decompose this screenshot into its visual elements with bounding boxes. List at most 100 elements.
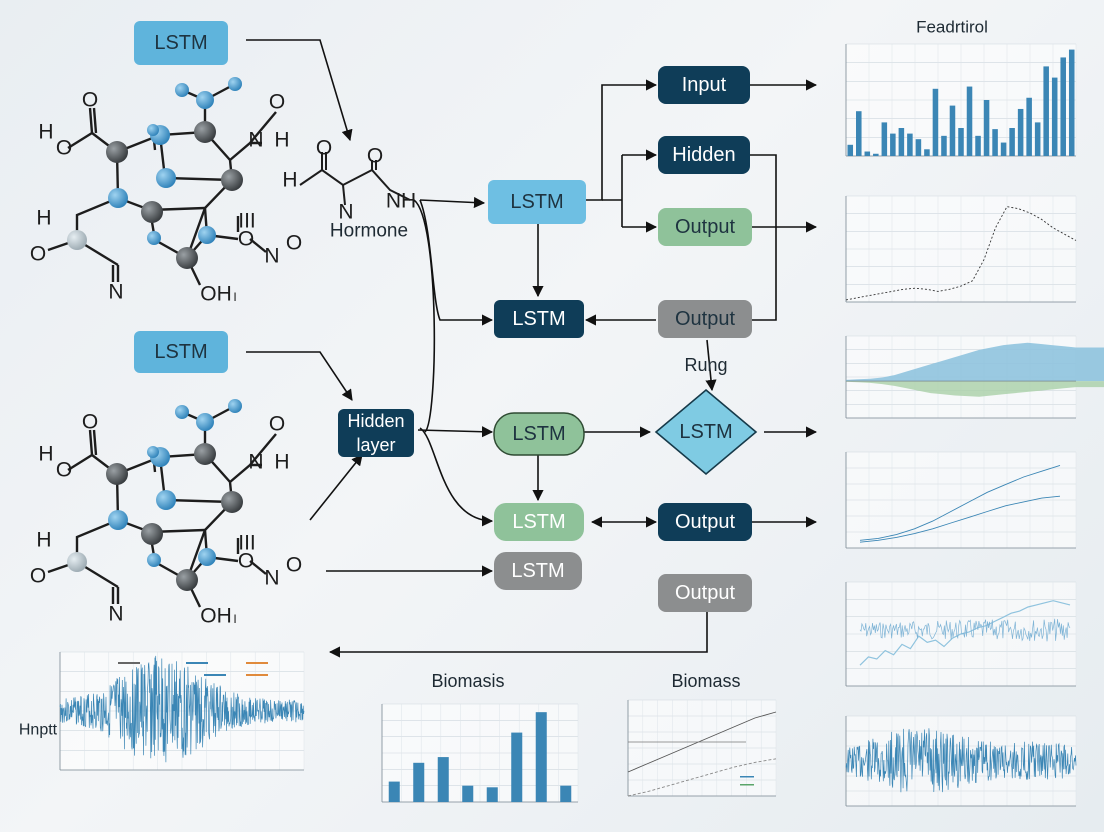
- mol1-iii: III: [238, 210, 256, 233]
- signal-chart-left-signal: [59, 655, 305, 763]
- lstm-label: LSTM: [679, 421, 732, 443]
- hormone-h: H: [282, 169, 297, 192]
- lstm-node-top-left[interactable]: LSTM: [134, 21, 228, 65]
- output-node-green[interactable]: Output: [658, 208, 752, 246]
- feadrtirol-bar: [847, 144, 854, 156]
- mol2-o-lower: O: [30, 565, 46, 588]
- mol2-n-right: N: [248, 451, 263, 474]
- mol2-o-top: O: [82, 411, 98, 434]
- lstm-node-green[interactable]: LSTM: [493, 412, 585, 456]
- input-node[interactable]: Input: [658, 66, 750, 104]
- line-chart-2-series-line: [845, 206, 1077, 301]
- mol1-o-mid: O: [238, 228, 254, 251]
- mol1-o-end: O: [286, 232, 302, 255]
- lstm-node-gray-bottom[interactable]: LSTM: [494, 552, 582, 590]
- feadrtirol-bar: [966, 86, 973, 156]
- lstm-decision-diamond[interactable]: LSTM: [654, 388, 758, 476]
- output-node-navy[interactable]: Output: [658, 503, 752, 541]
- feadrtirol-bar: [1009, 128, 1015, 156]
- biomasis-chart-bar: [486, 787, 498, 802]
- feadrtirol-bar: [1060, 57, 1066, 156]
- mol2-oh: OH: [200, 605, 232, 628]
- mol2-h-right: H: [274, 451, 289, 474]
- biomasis-chart-bar: [462, 785, 474, 802]
- mol1-n-right: N: [248, 129, 263, 152]
- biomasis-chart-bar: [511, 732, 523, 802]
- connectors: [246, 39, 818, 658]
- output-label: Output: [675, 511, 735, 533]
- feadrtirol-bar: [1068, 49, 1075, 156]
- mol2-o-mid: O: [238, 550, 254, 573]
- mol1-n-bottom: N: [264, 245, 279, 268]
- mol2-h-lower: H: [36, 529, 51, 552]
- chart-title-biomass: Biomass: [671, 671, 740, 691]
- lstm-node-center-top[interactable]: LSTM: [488, 180, 586, 224]
- output-node-gray-bottom[interactable]: Output: [658, 574, 752, 612]
- feadrtirol-bar: [941, 135, 947, 156]
- feadrtirol-bar: [983, 100, 990, 156]
- biomass-chart-series-line: [627, 758, 777, 797]
- mol1-oh: OH: [200, 283, 232, 306]
- feadrtirol-bar: [1017, 108, 1024, 156]
- mol1-oh-sub: I: [233, 290, 236, 304]
- mol2-o-left: O: [56, 459, 72, 482]
- mol2-h-left: H: [38, 443, 53, 466]
- hidden-node[interactable]: Hidden: [658, 136, 750, 174]
- chart-ylabel-hnptt: Hnptt: [19, 722, 58, 739]
- feadrtirol-bar: [1051, 77, 1058, 156]
- feadrtirol-bar: [856, 111, 862, 156]
- feadrtirol-bar: [1026, 97, 1032, 156]
- legend-swatch: [186, 662, 208, 664]
- legend-swatch: [740, 784, 754, 786]
- mol1-n-lower: N: [108, 281, 123, 304]
- hormone-n: N: [338, 201, 353, 224]
- mol1-o-left: O: [56, 137, 72, 160]
- hormone-o-right: O: [367, 145, 383, 168]
- legend-swatch: [246, 674, 268, 676]
- feadrtirol-bar: [1043, 66, 1049, 156]
- hormone-label: Hormone: [330, 221, 408, 242]
- lstm-node-mid-left[interactable]: LSTM: [134, 331, 228, 373]
- lstm-node-navy[interactable]: LSTM: [494, 300, 584, 338]
- mol2-o-right: O: [269, 413, 285, 436]
- lstm-label: LSTM: [511, 560, 564, 582]
- feadrtirol-bar: [864, 151, 871, 156]
- biomasis-chart-bar: [535, 712, 547, 802]
- legend-swatch: [204, 674, 226, 676]
- chart-title-biomasis: Biomasis: [431, 671, 504, 691]
- legend-swatch: [118, 662, 140, 664]
- two-line-chart-series-line: [859, 464, 1061, 541]
- feadrtirol-bar: [898, 128, 905, 156]
- hormone-fragment: H O O N NH Hormone: [282, 137, 416, 242]
- mol2-n-bottom: N: [264, 567, 279, 590]
- mini-charts: [59, 43, 1104, 807]
- hidden-layer-label-2: layer: [356, 435, 395, 455]
- feadrtirol-bar: [881, 122, 888, 156]
- trend-chart-signal: [859, 618, 1071, 642]
- hidden-layer-node[interactable]: Hidden layer: [338, 409, 414, 457]
- biomass-chart-series-line: [627, 711, 777, 773]
- legend-swatch: [740, 776, 754, 778]
- biomasis-chart-bar: [560, 785, 572, 802]
- lstm-label: LSTM: [510, 191, 563, 213]
- mol1-h-lower: H: [36, 207, 51, 230]
- area-chart-lower-area: [846, 381, 1104, 397]
- hidden-label: Hidden: [672, 144, 735, 166]
- biomasis-chart-bar: [388, 781, 400, 802]
- hidden-layer-label-1: Hidden: [347, 411, 404, 431]
- output-node-gray-top[interactable]: Output: [658, 300, 752, 338]
- biomasis-chart-bar: [437, 757, 449, 802]
- feadrtirol-bar: [915, 139, 922, 156]
- feadrtirol-bar: [1000, 142, 1007, 156]
- mol2-n-lower: N: [108, 603, 123, 626]
- feadrtirol-bar: [975, 135, 981, 156]
- mol1-h-right: H: [274, 129, 289, 152]
- mol1-o-right: O: [269, 91, 285, 114]
- hormone-nh: NH: [386, 190, 416, 213]
- lstm-label: LSTM: [512, 511, 565, 533]
- feadrtirol-bar: [890, 133, 896, 156]
- lstm-node-green-bottom[interactable]: LSTM: [494, 503, 584, 541]
- feadrtirol-bar: [949, 105, 956, 156]
- feadrtirol-bar: [932, 88, 939, 156]
